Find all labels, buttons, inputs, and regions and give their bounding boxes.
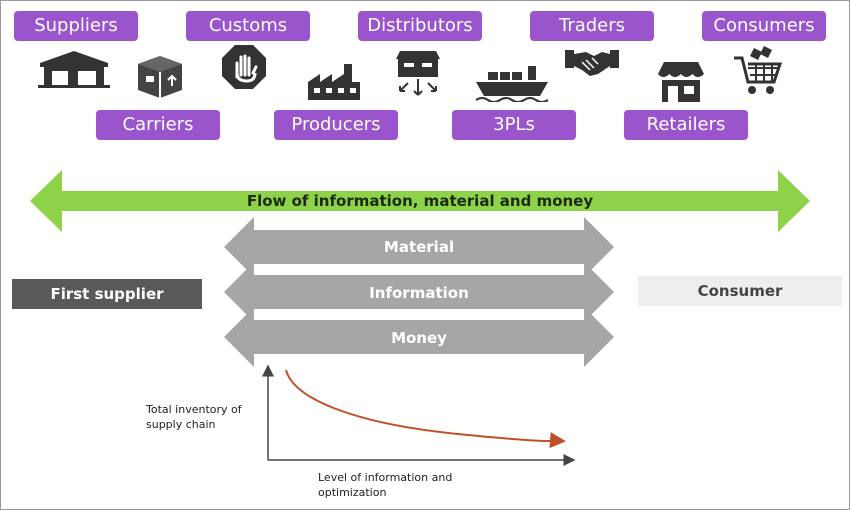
inventory-curve-chart bbox=[262, 364, 576, 466]
money-arrow bbox=[224, 307, 614, 367]
warehouse-icon bbox=[38, 51, 110, 88]
consumers-label: Consumers bbox=[702, 11, 826, 41]
package-icon bbox=[138, 56, 182, 98]
x-axis-label: Level of information and optimization bbox=[318, 471, 453, 499]
storefront-icon bbox=[658, 62, 704, 102]
flow-label: Flow of information, material and money bbox=[246, 192, 594, 210]
first-supplier-box: First supplier bbox=[12, 279, 202, 309]
consumer-box: Consumer bbox=[638, 276, 842, 306]
material-arrow bbox=[224, 217, 614, 277]
distribution-icon bbox=[396, 51, 440, 96]
inventory-curve bbox=[285, 369, 566, 449]
information-label: Information bbox=[369, 284, 469, 302]
flow-arrow bbox=[30, 170, 810, 232]
stop-hand-icon bbox=[222, 45, 266, 89]
carriers-label: Carriers bbox=[96, 110, 220, 140]
information-arrow bbox=[224, 262, 614, 322]
material-label: Material bbox=[383, 238, 455, 256]
producers-label: Producers bbox=[274, 110, 398, 140]
suppliers-label: Suppliers bbox=[14, 11, 138, 41]
y-axis-label: Total inventory of supply chain bbox=[146, 403, 242, 431]
traders-label: Traders bbox=[530, 11, 654, 41]
customs-label: Customs bbox=[186, 11, 310, 41]
shopping-cart-icon bbox=[734, 46, 782, 94]
money-label: Money bbox=[391, 329, 447, 347]
factory-icon bbox=[308, 64, 360, 100]
distributors-label: Distributors bbox=[358, 11, 482, 41]
3pls-label: 3PLs bbox=[452, 110, 576, 140]
retailers-label: Retailers bbox=[624, 110, 748, 140]
handshake-icon bbox=[565, 50, 619, 76]
cargo-ship-icon bbox=[475, 66, 549, 102]
